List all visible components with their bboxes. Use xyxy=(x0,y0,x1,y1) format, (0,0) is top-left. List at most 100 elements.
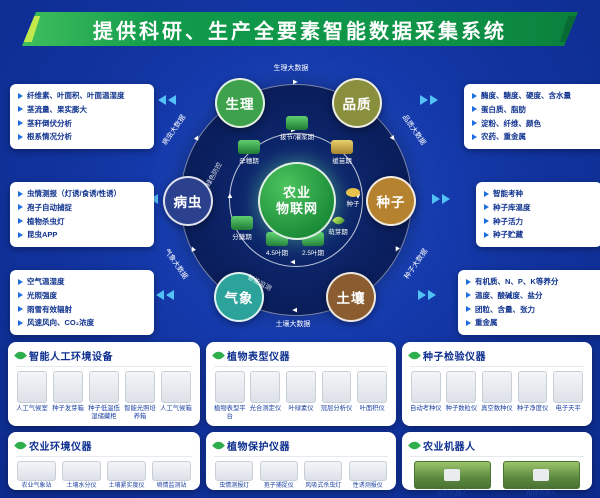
info-text: 酶度、糖度、硬度、含水量 xyxy=(481,91,571,100)
product-item: 孢子捕捉仪 xyxy=(259,461,300,491)
info-box-physiology: 纤维素、叶面积、叶面温湿度 茎流量、果实膨大 茎秆倒伏分析 根系情况分析 xyxy=(10,84,154,149)
product-photo xyxy=(88,371,120,403)
info-text: 虫情测报（灯诱/食诱/性诱） xyxy=(27,189,122,198)
product-item: 叶面积仪 xyxy=(356,371,388,421)
seed-photo xyxy=(346,188,360,197)
bullet-icon xyxy=(18,92,23,99)
panel-seed-testing-instruments: 种子检验仪器 自动考种仪 种子数粒仪 真空数种仪 种子净度仪 电子天平 xyxy=(402,342,592,426)
panel-header: 农业机器人 xyxy=(408,438,584,457)
info-item: 重金属 xyxy=(466,318,598,328)
node-physiology: 生理 xyxy=(215,78,265,128)
growth-stage: 缓苗期 xyxy=(311,140,373,165)
info-text: 团粒、含量、张力 xyxy=(475,304,535,314)
growth-stage-label: 种子 xyxy=(346,201,360,208)
product-item: 冠层分析仪 xyxy=(321,371,353,421)
product-item: 人工气候室 xyxy=(16,371,48,421)
product-photo xyxy=(107,461,146,481)
product-label: 土壤紧实度仪 xyxy=(108,483,145,489)
product-label: 种子净度仪 xyxy=(516,405,549,412)
info-item: 空气温湿度 xyxy=(18,277,146,287)
node-pest: 病虫 xyxy=(163,176,213,226)
node-label: 气象 xyxy=(224,291,254,306)
product-photo xyxy=(304,461,343,481)
info-box-pest: 虫情测报（灯诱/食诱/性诱） 孢子自动捕捉 植物杀虫灯 昆虫APP xyxy=(10,182,154,247)
panel-title: 种子检验仪器 xyxy=(423,352,486,363)
product-photo xyxy=(62,461,101,481)
bullet-icon xyxy=(18,231,23,238)
info-text: 重金属 xyxy=(475,318,498,328)
product-photo xyxy=(553,371,584,403)
node-label: 种子 xyxy=(376,195,406,210)
bullet-icon xyxy=(18,106,23,113)
product-item: 土壤紧实度仪 xyxy=(106,461,147,491)
panel-header: 种子检验仪器 xyxy=(408,348,584,367)
panel-agri-environment-instruments: 农业环境仪器 农业气象站 土壤水分仪 土壤紧实度仪 墒情监测站 xyxy=(8,432,200,490)
panel-title: 植物保护仪器 xyxy=(227,442,290,453)
info-text: 种子贮藏 xyxy=(493,230,523,240)
flow-ring xyxy=(229,133,363,267)
connector-arrow xyxy=(418,290,436,300)
info-item: 种子库温度 xyxy=(484,203,594,213)
bullet-icon xyxy=(18,292,23,299)
info-item: 雨雪有效辐射 xyxy=(18,305,146,315)
info-text: 植物杀虫灯 xyxy=(27,216,65,226)
product-item: 风吸式杀虫灯 xyxy=(303,461,344,491)
node-soil: 土壤 xyxy=(326,272,376,322)
product-photo xyxy=(517,371,548,403)
product-label: 性诱测报仪 xyxy=(352,483,383,489)
info-item: 风速风向、CO₂浓度 xyxy=(18,318,146,328)
ring-label: 土壤大数据 xyxy=(275,321,311,328)
product-item: 土壤水分仪 xyxy=(61,461,102,491)
info-item: 昆虫APP xyxy=(18,230,146,240)
sprout-icon xyxy=(408,439,421,452)
product-item: 植保机器人 xyxy=(499,461,584,498)
iot-hub: 农业 物联网 xyxy=(258,162,336,240)
flow-arrow-icon: ▲ xyxy=(226,191,234,200)
bullet-icon xyxy=(18,319,23,326)
panel-header: 农业环境仪器 xyxy=(14,438,192,457)
product-item: 叶绿素仪 xyxy=(285,371,317,421)
product-photo xyxy=(160,371,192,403)
product-photo xyxy=(259,461,298,481)
info-item: 酶度、糖度、硬度、含水量 xyxy=(472,91,600,101)
product-label: 冠层分析仪 xyxy=(320,405,353,412)
growth-stage-label: 拔节/灌浆期 xyxy=(279,134,315,141)
panel-header: 植物表型仪器 xyxy=(212,348,388,367)
crop-photo xyxy=(286,116,308,130)
bullet-icon xyxy=(466,292,471,299)
sprout-icon xyxy=(14,349,27,362)
product-list: 巡检机器人 植保机器人 xyxy=(410,461,584,498)
product-label: 叶面积仪 xyxy=(359,405,385,412)
sprout-icon xyxy=(212,349,225,362)
title-banner: 提供科研、生产全要素智能数据采集系统 xyxy=(22,12,578,46)
info-item: 团粒、含量、张力 xyxy=(466,305,598,315)
bullet-icon xyxy=(472,133,477,140)
product-label: 风吸式杀虫灯 xyxy=(305,483,342,489)
product-photo xyxy=(357,371,388,403)
product-label: 农业气象站 xyxy=(21,483,52,489)
robot-photo xyxy=(503,461,580,489)
growth-stage-label: 缓苗期 xyxy=(332,158,352,165)
crop-photo xyxy=(238,140,260,154)
info-item: 蛋白质、脂肪 xyxy=(472,105,600,115)
product-photo xyxy=(286,371,316,403)
info-text: 茎秆倒伏分析 xyxy=(27,118,72,128)
connector-arrow xyxy=(158,95,176,105)
bullet-icon xyxy=(18,218,23,224)
product-item: 自动考种仪 xyxy=(410,371,442,413)
growth-stage: 萌芽期 xyxy=(307,214,369,236)
panel-environment-equipment: 智能人工环境设备 人工气候室 种子发芽箱 种子低温低湿储藏柜 智能光照培养箱 人… xyxy=(8,342,200,426)
info-text: 智能考种 xyxy=(493,189,523,198)
info-text: 光照强度 xyxy=(27,290,57,300)
info-item: 光照强度 xyxy=(18,291,146,301)
ring-label: 生理大数据 xyxy=(273,65,309,72)
product-item: 人工气候箱 xyxy=(160,371,192,421)
info-text: 茎流量、果实膨大 xyxy=(27,104,87,114)
product-item: 巡检机器人 xyxy=(410,461,495,498)
bullet-icon xyxy=(18,133,23,140)
info-text: 根系情况分析 xyxy=(27,132,72,142)
bullet-icon xyxy=(472,120,477,126)
growth-stage: 分蘖期 xyxy=(211,216,273,241)
bullet-icon xyxy=(466,306,471,312)
product-photo xyxy=(214,371,245,403)
